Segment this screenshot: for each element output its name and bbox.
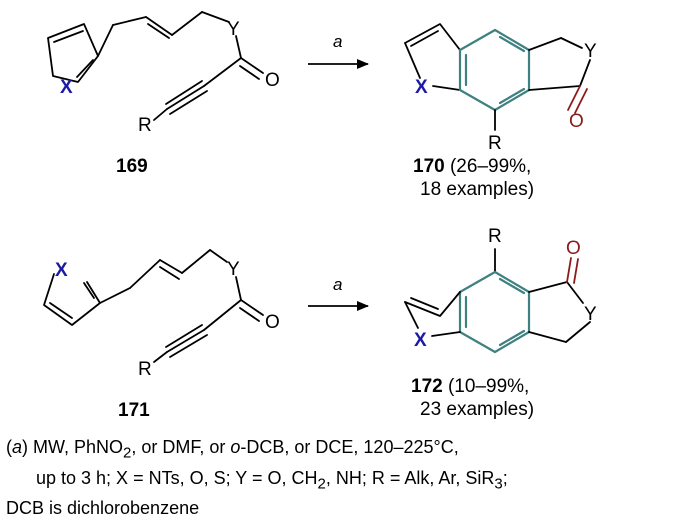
atom-o-172: O <box>566 238 581 259</box>
footnote-condition-label: a <box>12 437 23 457</box>
reaction-conditions-footnote: (a) MW, PhNO2, or DMF, or o-DCB, or DCE,… <box>6 435 690 521</box>
atom-x-170: X <box>415 77 428 98</box>
atom-o-171: O <box>265 312 280 333</box>
yield-170: (26–99%, <box>445 156 532 177</box>
footnote-subscript: 3 <box>494 475 503 493</box>
atom-y-172: Y <box>584 304 597 325</box>
atom-r-170: R <box>488 133 502 154</box>
structure-170 <box>404 23 591 131</box>
arrow-label-1: a <box>333 32 342 51</box>
footnote-text: up to 3 h; X = NTs, O, S; Y = O, CH <box>36 467 318 488</box>
arrow-label-2: a <box>333 275 342 294</box>
yield-172: (10–99%, <box>443 376 530 397</box>
compound-number-170: 170 <box>413 156 445 177</box>
examples-172: 23 examples) <box>420 399 534 420</box>
atom-x-171: X <box>55 260 68 281</box>
atom-r-171: R <box>138 359 152 380</box>
atom-r-169: R <box>138 115 152 136</box>
compound-number-169: 169 <box>116 156 148 177</box>
compound-label-172: 172 (10–99%, <box>411 376 529 397</box>
structure-169 <box>47 11 264 121</box>
atom-o-170: O <box>569 111 584 132</box>
footnote-line-2: up to 3 h; X = NTs, O, S; Y = O, CH2, NH… <box>6 466 690 497</box>
compound-label-170: 170 (26–99%, <box>413 156 531 177</box>
compound-number-171: 171 <box>118 400 150 421</box>
atom-r-172: R <box>488 226 502 247</box>
examples-170: 18 examples) <box>420 179 534 200</box>
atom-x-172: X <box>414 330 427 351</box>
footnote-text: -DCB, or DCE, 120–225°C, <box>240 437 459 457</box>
footnote-line-1: (a) MW, PhNO2, or DMF, or o-DCB, or DCE,… <box>6 437 459 462</box>
footnote-text: , NH; R = Alk, Ar, SiR <box>325 467 495 488</box>
atom-o-169: O <box>265 70 280 91</box>
footnote-subscript: 2 <box>317 475 326 493</box>
atom-x-169: X <box>60 77 73 98</box>
footnote-subscript: 2 <box>123 444 132 462</box>
atom-y-170: Y <box>584 41 597 62</box>
atom-y-169: Y <box>227 19 240 40</box>
footnote-line-3: DCB is dichlorobenzene <box>6 498 200 519</box>
footnote-text: MW, PhNO <box>33 437 124 457</box>
atom-y-171: Y <box>227 259 240 280</box>
compound-number-172: 172 <box>411 376 443 397</box>
footnote-italic: o <box>230 437 241 457</box>
footnote-text: , or DMF, or <box>131 437 231 457</box>
footnote-text: ; <box>502 467 508 488</box>
reaction-scheme: X Y O R 169 a X Y O R 170 (26–99%, 18 ex… <box>43 11 597 421</box>
structure-172 <box>404 248 591 354</box>
structure-171 <box>43 249 264 363</box>
